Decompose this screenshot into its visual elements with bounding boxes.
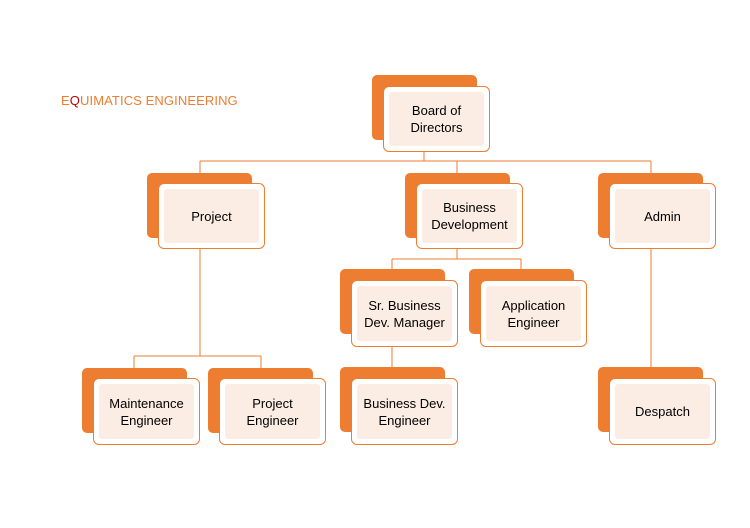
node-label: Despatch [615,384,710,439]
node-label: Business Development [422,189,517,243]
node-box: Application Engineer [480,280,587,347]
node-label: Sr. Business Dev. Manager [357,286,452,341]
node-label: Project Engineer [225,384,320,439]
node-box: Sr. Business Dev. Manager [351,280,458,347]
node-box: Project [158,183,265,249]
node-box: Admin [609,183,716,249]
node-label: Admin [615,189,710,243]
node-box: Project Engineer [219,378,326,445]
node-label: Board of Directors [389,92,484,146]
node-label: Project [164,189,259,243]
node-box: Business Development [416,183,523,249]
company-title-rest: UIMATICS ENGINEERING [80,93,238,108]
node-box: Maintenance Engineer [93,378,200,445]
company-title-prefix: E [61,93,70,108]
node-label: Maintenance Engineer [99,384,194,439]
node-box: Board of Directors [383,86,490,152]
company-title-highlight: Q [69,93,80,108]
node-label: Application Engineer [486,286,581,341]
node-label: Business Dev. Engineer [357,384,452,439]
node-box: Business Dev. Engineer [351,378,458,445]
node-box: Despatch [609,378,716,445]
company-title: EQUIMATICS ENGINEERING [61,93,238,108]
